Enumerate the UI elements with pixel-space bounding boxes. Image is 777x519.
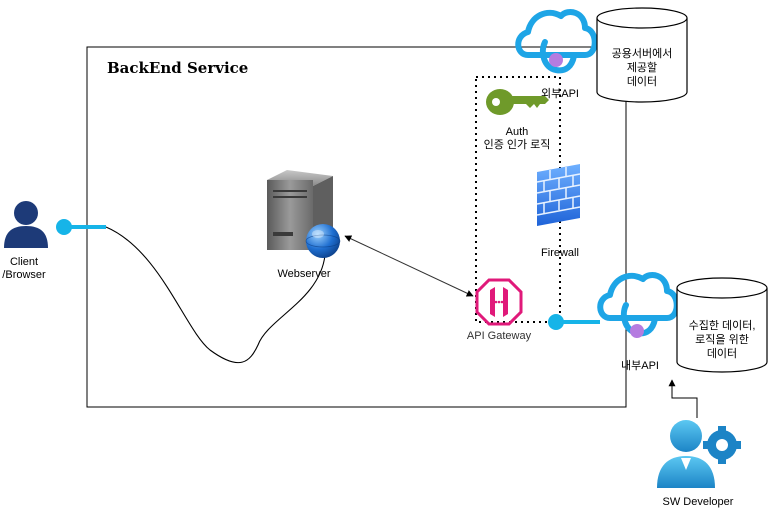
developer-icon: [657, 420, 741, 488]
external-api-label: 외부API: [541, 87, 579, 100]
public-data-database-icon: [596, 7, 688, 103]
internal-db-line2: 로직을 위한: [695, 333, 749, 346]
public-db-line2: 제공할: [627, 61, 657, 74]
internal-db-line3: 데이터: [707, 347, 737, 360]
client-user-icon: [4, 201, 48, 248]
gateway-group-border: [475, 76, 561, 323]
client-label-line1: Client: [10, 256, 38, 268]
client-label-line2: /Browser: [2, 269, 46, 281]
firewall-icon: [536, 164, 581, 226]
public-db-line3: 데이터: [627, 75, 657, 88]
internal-api-label: 내부API: [621, 359, 659, 372]
external-api-cloud-icon: [515, 9, 598, 74]
internal-db-line1: 수집한 데이터,: [689, 319, 756, 332]
gateway-internal-connector: [548, 314, 600, 330]
internal-data-database-icon: [676, 277, 768, 373]
webserver-label: Webserver: [278, 268, 331, 280]
firewall-label: Firewall: [541, 247, 579, 259]
auth-label-line2: 인증 인가 로직: [484, 138, 551, 151]
webserver-gateway-arrow: [344, 235, 474, 297]
internal-api-cloud-icon: [597, 272, 680, 338]
api-gateway-label: API Gateway: [467, 330, 532, 342]
client-connector: [56, 219, 106, 235]
client-to-webserver-connector: [105, 226, 326, 364]
backend-service-title: BackEnd Service: [107, 59, 248, 77]
developer-label: SW Developer: [663, 496, 734, 508]
developer-to-internal-api-connector: [668, 379, 698, 418]
public-db-line1: 공용서버에서: [612, 47, 673, 60]
webserver-icon: [267, 170, 333, 250]
backend-service-box: [86, 46, 627, 408]
key-icon: [486, 89, 549, 115]
auth-label-line1: Auth: [506, 126, 529, 138]
api-gateway-icon: [475, 278, 523, 326]
globe-icon: [305, 224, 341, 258]
